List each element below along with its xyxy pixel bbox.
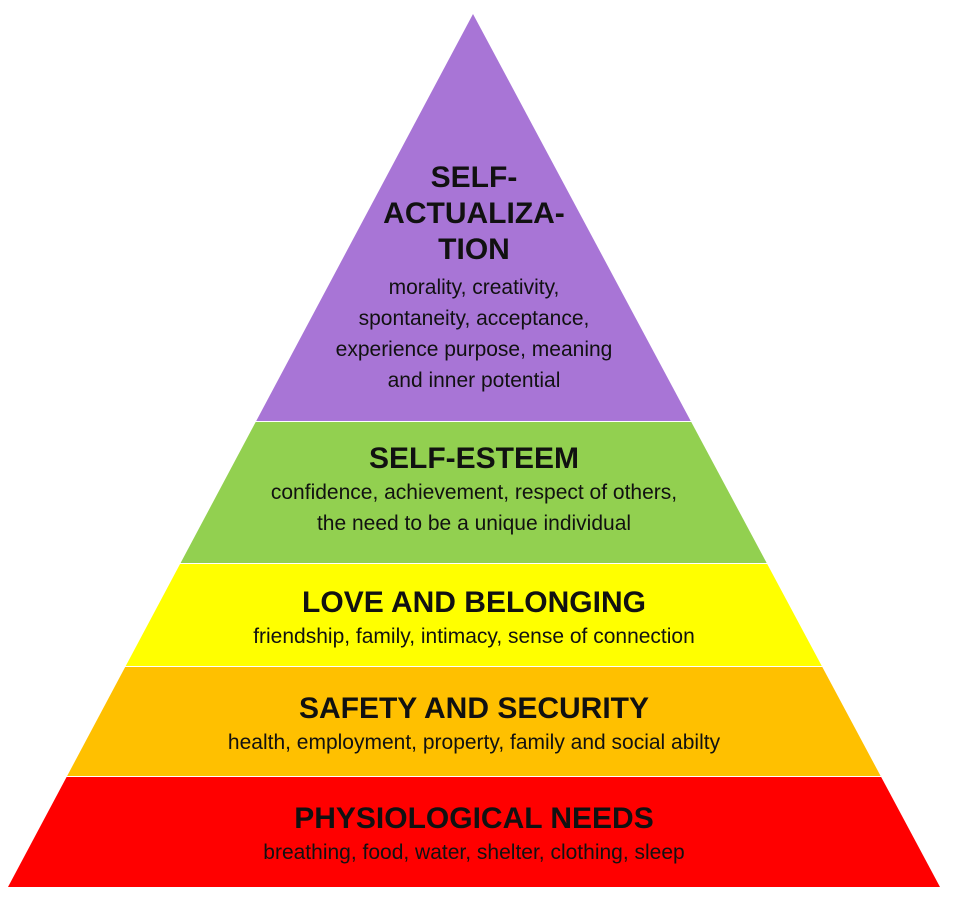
level-description: confidence, achievement, respect of othe… <box>270 481 678 504</box>
level-description: spontaneity, acceptance, <box>358 307 590 330</box>
level-description: morality, creativity, <box>388 276 560 299</box>
band-self-esteem <box>180 422 767 563</box>
level-title: SELF-ESTEEM <box>368 442 579 475</box>
level-description: friendship, family, intimacy, sense of c… <box>253 625 695 648</box>
band-safety-security <box>67 667 881 776</box>
level-physiological: PHYSIOLOGICAL NEEDS breathing, food, wat… <box>0 801 948 868</box>
level-title: SELF- <box>430 161 518 194</box>
level-safety-security: SAFETY AND SECURITY health, employment, … <box>0 691 948 758</box>
level-title: LOVE AND BELONGING <box>302 586 646 619</box>
level-title: TION <box>438 233 510 266</box>
level-description: and inner potential <box>387 369 561 392</box>
level-title: PHYSIOLOGICAL NEEDS <box>294 802 654 835</box>
level-title: ACTUALIZA- <box>383 197 565 230</box>
level-description: health, employment, property, family and… <box>227 731 721 754</box>
level-description: breathing, food, water, shelter, clothin… <box>263 841 685 864</box>
band-love-belonging <box>125 564 822 666</box>
level-self-esteem: SELF-ESTEEM confidence, achievement, res… <box>0 441 948 539</box>
band-self-actualization <box>256 14 691 421</box>
level-description: the need to be a unique individual <box>316 512 632 535</box>
level-description: experience purpose, meaning <box>335 338 613 361</box>
level-title: SAFETY AND SECURITY <box>298 692 650 725</box>
band-physiological <box>8 777 940 887</box>
level-self-actualization: SELF- ACTUALIZA- TION morality, creativi… <box>0 160 948 396</box>
level-love-belonging: LOVE AND BELONGING friendship, family, i… <box>0 585 948 652</box>
